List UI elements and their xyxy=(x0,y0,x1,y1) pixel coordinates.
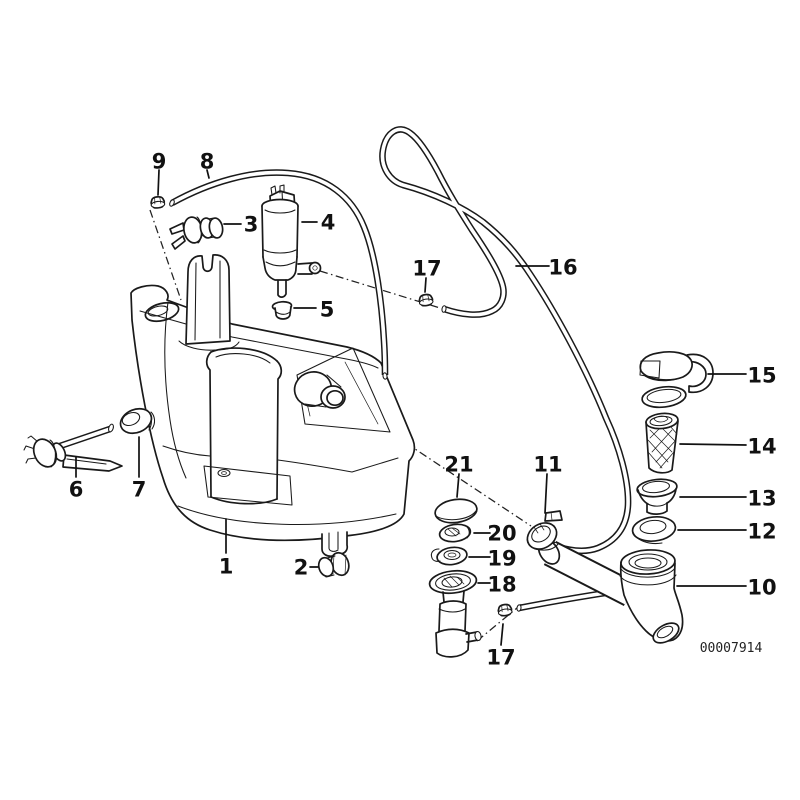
hose-16-drawing xyxy=(379,126,632,554)
pump-grommet-3-drawing xyxy=(169,216,224,250)
callout-18: 18 xyxy=(487,573,516,597)
funnel-13-drawing xyxy=(636,478,678,515)
callout-8: 8 xyxy=(200,150,215,174)
washer-pump-drawing xyxy=(261,184,322,298)
hose-clamp-11-drawing xyxy=(526,510,563,551)
leader-line-9 xyxy=(157,169,160,196)
strainer-14-drawing xyxy=(645,412,679,474)
leader-line-17-bottom xyxy=(500,623,504,646)
level-sensor-drawing xyxy=(23,423,123,472)
sensor-grommet-7-drawing xyxy=(119,407,156,435)
seal-ring-12-drawing xyxy=(631,516,677,544)
callout-15: 15 xyxy=(747,364,776,388)
callout-6: 6 xyxy=(69,478,84,502)
leader-line-14 xyxy=(679,443,747,446)
callout-2: 2 xyxy=(294,556,309,580)
nut-17-top-drawing xyxy=(418,293,434,307)
callout-20: 20 xyxy=(487,522,516,546)
callout-3: 3 xyxy=(244,213,259,237)
callout-7: 7 xyxy=(132,478,147,502)
washer-reservoir-drawing xyxy=(130,284,416,558)
leader-line-8 xyxy=(206,169,210,179)
callout-17-bottom: 17 xyxy=(486,646,515,670)
callout-11: 11 xyxy=(533,453,562,477)
callout-13: 13 xyxy=(747,487,776,511)
callout-12: 12 xyxy=(747,520,776,544)
leader-line-17-top xyxy=(424,277,427,293)
callout-17-top: 17 xyxy=(412,257,441,281)
callout-5: 5 xyxy=(320,298,335,322)
drain-plug-2-drawing xyxy=(317,551,350,578)
leader-line-21 xyxy=(456,473,460,498)
nut-9-drawing xyxy=(150,196,166,209)
callout-16: 16 xyxy=(548,256,577,280)
reservoir-bracket-drawing xyxy=(178,254,240,351)
callout-1: 1 xyxy=(219,555,234,579)
callout-19: 19 xyxy=(487,547,516,571)
callout-14: 14 xyxy=(747,435,776,459)
nut-17-bottom-drawing xyxy=(497,603,513,617)
valve-5-drawing xyxy=(271,300,293,320)
callout-9: 9 xyxy=(152,150,167,174)
filler-cap-15-drawing xyxy=(639,350,714,409)
seal-ring-19-drawing xyxy=(430,546,468,566)
callout-21: 21 xyxy=(444,453,473,477)
leader-line-11 xyxy=(544,473,548,514)
callout-4: 4 xyxy=(321,211,336,235)
filler-neck-10-drawing xyxy=(537,539,684,644)
rear-pump-18-drawing xyxy=(428,569,482,658)
document-number: 00007914 xyxy=(700,641,763,656)
seal-ring-20-drawing xyxy=(438,523,472,543)
construction-line-4 xyxy=(476,602,524,642)
callout-10: 10 xyxy=(747,576,776,600)
seal-disc-21-drawing xyxy=(434,498,478,524)
hose-8-drawing xyxy=(169,169,389,380)
